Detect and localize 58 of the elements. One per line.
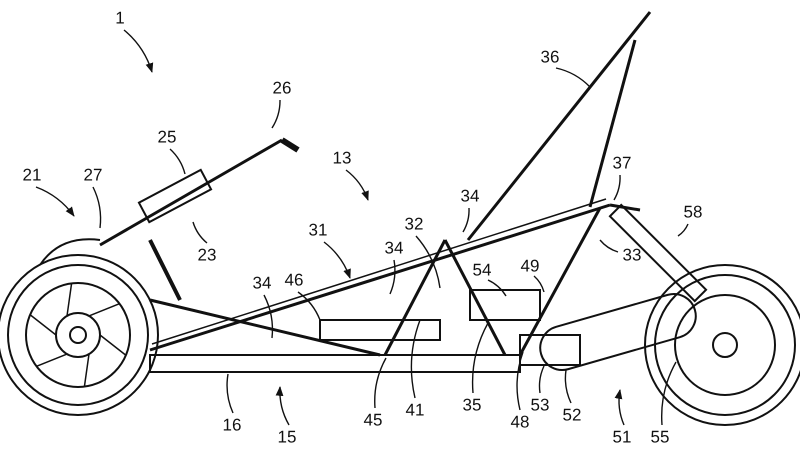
callout-number: 49 <box>520 258 540 274</box>
callout-number: 53 <box>530 396 550 414</box>
leader-line <box>192 222 208 244</box>
callout-number: 21 <box>22 166 42 184</box>
leader-line <box>298 291 321 320</box>
leader-line <box>564 370 572 404</box>
leader-line <box>92 186 102 228</box>
callout-number: 34 <box>252 274 272 292</box>
callout-number: 48 <box>510 414 530 430</box>
callout-number: 31 <box>308 222 328 238</box>
callout-number: 1 <box>115 10 125 26</box>
leader-line <box>534 275 545 292</box>
callout-number: 23 <box>198 246 216 264</box>
callout-number: 41 <box>406 402 424 418</box>
callout-number: 34 <box>460 188 480 204</box>
leader-line <box>374 358 387 408</box>
leader-arrow <box>124 29 153 73</box>
leader-arrow <box>324 241 351 279</box>
leader-line <box>415 236 441 288</box>
callout-number: 13 <box>332 150 352 166</box>
leader-arrow <box>346 169 369 201</box>
leader-line <box>462 208 470 232</box>
callout-number: 54 <box>472 262 492 278</box>
callout-number: 36 <box>540 48 560 66</box>
leader-line <box>516 352 524 410</box>
callout-number: 15 <box>278 428 296 446</box>
callout-number: 26 <box>272 80 292 96</box>
leader-line <box>661 362 677 426</box>
leader-line <box>410 320 421 398</box>
callout-number: 33 <box>622 246 642 264</box>
callout-number: 46 <box>284 272 304 288</box>
callout-number: 16 <box>222 416 242 434</box>
leader-line <box>389 260 396 294</box>
callout-number: 58 <box>684 204 702 220</box>
leader-line <box>226 374 234 414</box>
callout-number: 35 <box>462 396 482 414</box>
leader-line <box>472 322 489 394</box>
callout-number: 37 <box>612 154 632 172</box>
leader-line <box>271 100 281 128</box>
callout-number: 55 <box>650 428 670 446</box>
callout-number: 52 <box>562 406 582 424</box>
callout-number: 27 <box>84 166 102 184</box>
leader-line <box>263 294 274 338</box>
callout-number: 32 <box>404 216 424 232</box>
leader-arrow <box>36 186 75 217</box>
leader-arrow <box>276 386 290 426</box>
callout-number: 34 <box>384 240 404 256</box>
leader-arrow <box>614 389 625 426</box>
leader-line <box>678 224 689 237</box>
leader-line <box>170 148 186 174</box>
leader-line <box>556 67 590 88</box>
leader-line <box>599 240 618 253</box>
leader-line <box>538 366 545 394</box>
leader-line <box>613 174 621 200</box>
callout-number: 45 <box>364 412 382 428</box>
callout-number: 25 <box>158 128 176 146</box>
leader-line <box>488 279 507 296</box>
callout-number: 51 <box>612 428 632 446</box>
